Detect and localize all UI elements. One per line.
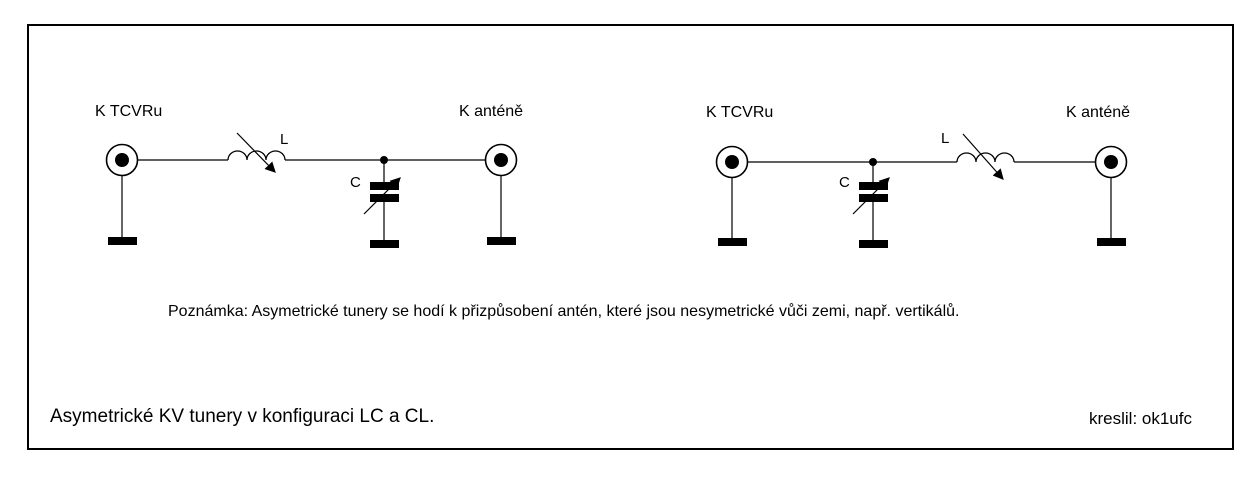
coax-connector-output-icon <box>484 143 518 245</box>
note-text: Poznámka: Asymetrické tunery se hodí k p… <box>168 303 960 320</box>
ground-icon <box>370 240 399 248</box>
input-label-lc: K TCVRu <box>95 103 163 120</box>
coax-connector-input-icon <box>105 143 139 245</box>
capacitor-label-cl: C <box>839 174 850 191</box>
drawing-border <box>27 24 1234 450</box>
variable-capacitor-icon <box>363 160 401 248</box>
capacitor-label-lc: C <box>350 174 361 191</box>
ground-icon <box>487 237 516 245</box>
variable-inductor-icon <box>227 132 286 173</box>
circuit-lc <box>105 132 518 248</box>
circuit-cl <box>715 133 1128 248</box>
coax-connector-input-icon <box>715 145 749 246</box>
drawing-title: Asymetrické KV tunery v konfiguraci LC a… <box>50 406 435 427</box>
author-credit: kreslil: ok1ufc <box>1089 409 1192 428</box>
variable-capacitor-icon <box>852 162 890 248</box>
ground-icon <box>718 238 747 246</box>
input-label-cl: K TCVRu <box>706 104 774 121</box>
ground-icon <box>859 240 888 248</box>
inductor-label-cl: L <box>941 130 950 147</box>
output-label-cl: K anténě <box>1066 104 1131 121</box>
ground-icon <box>1097 238 1126 246</box>
ground-icon <box>108 237 137 245</box>
output-label-lc: K anténě <box>459 103 524 120</box>
inductor-label-lc: L <box>280 131 289 148</box>
coax-connector-output-icon <box>1094 145 1128 246</box>
variable-inductor-icon <box>956 133 1015 181</box>
